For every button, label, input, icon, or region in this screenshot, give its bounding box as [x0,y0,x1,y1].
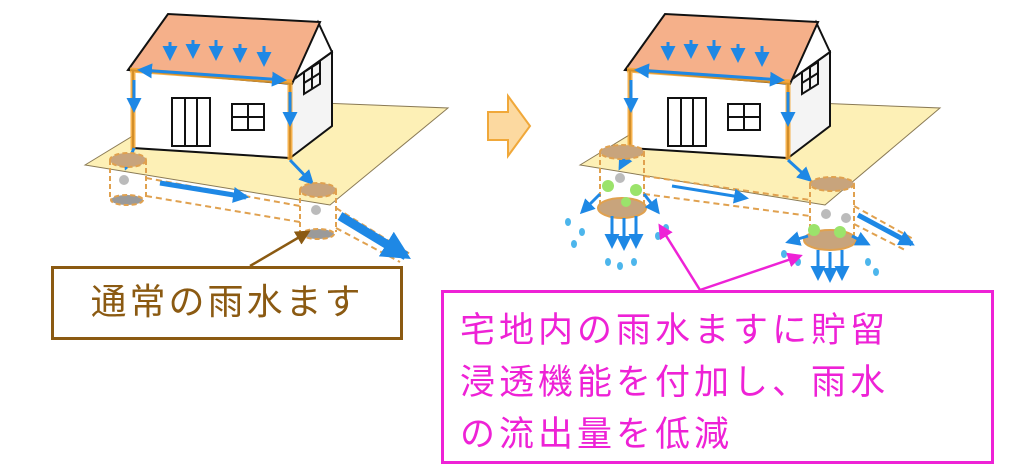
house-infiltration [565,12,942,300]
side-window [801,60,819,96]
infiltration-arrows [579,192,871,283]
description-line: 浸透機能を付加し、雨水 [460,363,890,403]
pipe-flow-arrows [159,180,411,260]
roof-rain-arrows [162,40,272,67]
rain-inlet-normal [299,182,337,240]
description-label: 宅地内の雨水ますに貯留 浸透機能を付加し、雨水 の流出量を低減 [441,290,994,464]
door [171,97,211,147]
side-window [303,60,321,96]
gutter-flow-arrows [123,63,315,186]
drain-pipe [643,175,916,251]
pipe-flow-arrows [671,184,915,247]
house-front-wall [629,68,789,160]
roof-rain-arrows [660,40,770,67]
house-front-wall [132,68,291,160]
description-line: 宅地内の雨水ますに貯留 [460,311,890,351]
window [727,103,761,131]
door [667,97,707,147]
rain-drops-icon [565,218,879,300]
house-normal [83,12,450,263]
normal-inlet-label: 通常の雨水ます [51,266,403,340]
infiltration-inlet [597,144,647,219]
normal-inlet-pointer [249,230,311,268]
window [231,103,265,131]
right-arrow-icon [487,92,532,160]
description-line: の流出量を低減 [460,415,734,455]
rain-inlet [109,152,147,206]
infiltration-inlet [803,176,857,251]
description-pointers [658,223,803,292]
